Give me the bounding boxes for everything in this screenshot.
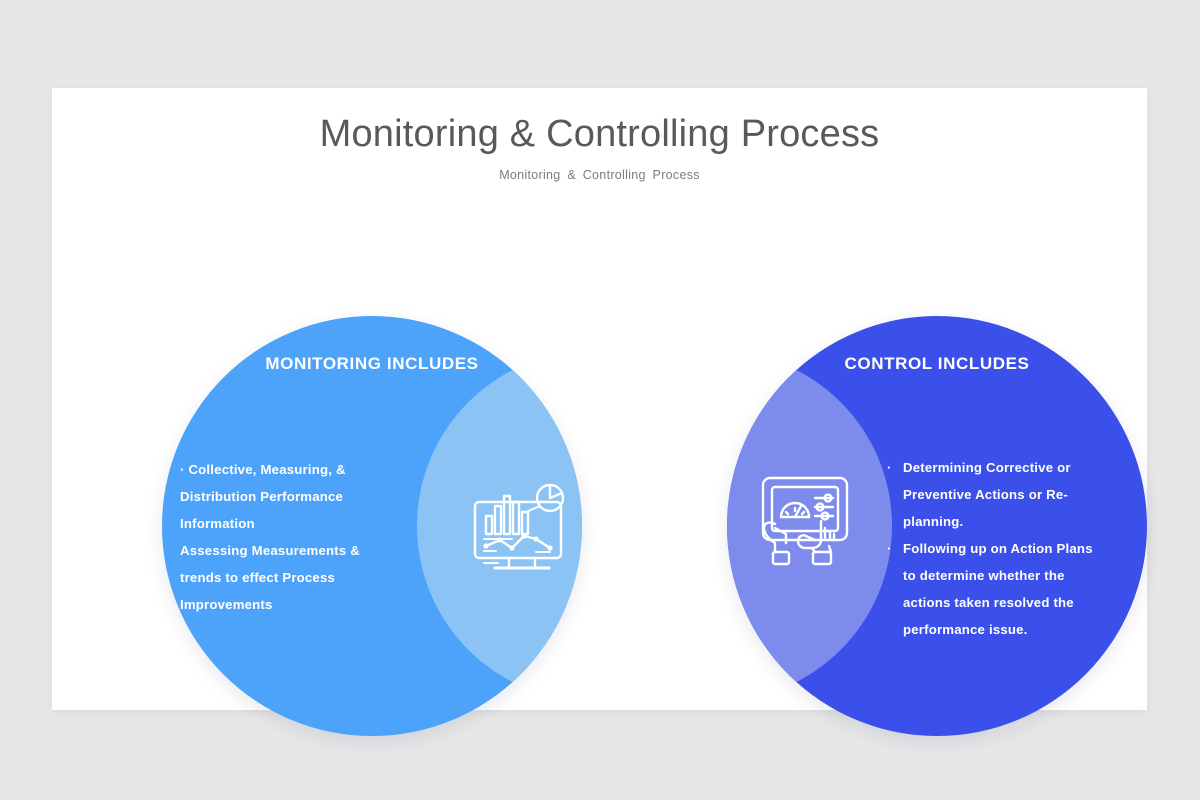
text-line: · Collective, Measuring, & [180,462,346,477]
page-subtitle: Monitoring & Controlling Process [499,167,700,182]
text-line: to determine whether the [903,568,1065,583]
slide-header: Monitoring & Controlling Process Monitor… [52,113,1147,182]
page-title: Monitoring & Controlling Process [319,113,880,155]
slide-card: Monitoring & Controlling Process Monitor… [52,88,1147,736]
control-text-block: · Determining Corrective or Preventive A… [887,454,1117,643]
tablet-control-panel-icon [745,466,865,576]
text-line: performance issue. [903,622,1028,637]
bullet-text: Determining Corrective or Preventive Act… [903,454,1117,535]
monitoring-text-block: · Collective, Measuring, & Distribution … [180,456,410,618]
list-item: · Determining Corrective or Preventive A… [887,454,1117,535]
text-line: trends to effect Process [180,570,336,585]
venn-group-monitoring[interactable]: MONITORING INCLUDES · Collective, Measur… [162,316,612,736]
text-line: planning. [903,514,964,529]
text-line: Information [180,516,255,531]
list-item: · Following up on Action Plans to determ… [887,535,1117,643]
text-line: Determining Corrective or [903,460,1071,475]
venn-group-control[interactable]: CONTROL INCLUDES · Determining Correctiv… [697,316,1147,736]
control-heading: CONTROL INCLUDES [844,354,1030,373]
monitor-analytics-icon [462,476,582,576]
text-line: Preventive Actions or Re- [903,487,1069,502]
text-line: actions taken resolved the [903,595,1074,610]
monitoring-heading: MONITORING INCLUDES [265,354,479,373]
bullet-mark: · [887,541,892,556]
bullet-text: Following up on Action Plans to determin… [903,535,1117,643]
text-line: Improvements [180,597,273,612]
bullet-mark: · [887,460,892,475]
text-line: Assessing Measurements & [180,543,360,558]
text-line: Distribution Performance [180,489,344,504]
text-line: Following up on Action Plans [903,541,1093,556]
